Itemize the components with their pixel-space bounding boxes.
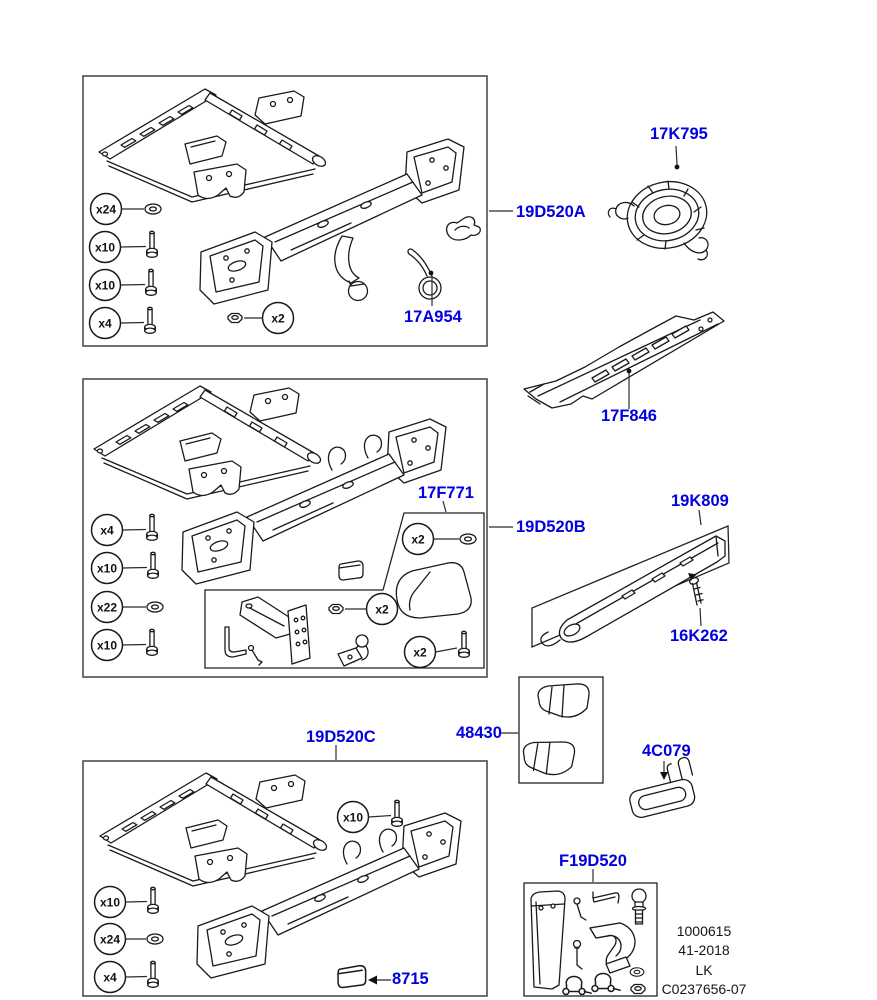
svg-text:x2: x2	[413, 645, 427, 659]
small-hook-part	[445, 216, 481, 241]
part-code-16k262[interactable]: 16K262	[670, 627, 728, 645]
hitch-kit-inner-box: x2 x2 x2	[204, 512, 485, 669]
leader-lines	[335, 145, 702, 985]
part-code-17f771[interactable]: 17F771	[418, 484, 474, 502]
svg-text:x10: x10	[97, 638, 117, 652]
part-code-19k809[interactable]: 19K809	[671, 492, 729, 510]
part-code-19d520c[interactable]: 19D520C	[306, 728, 376, 746]
hex-key-part	[592, 891, 620, 904]
part-code-4c079[interactable]: 4C079	[642, 742, 691, 760]
wedge-plate-part	[530, 890, 566, 990]
accessory-kit-box	[523, 882, 658, 997]
tow-ball-part	[631, 888, 647, 925]
part-code-17a954[interactable]: 17A954	[404, 308, 462, 326]
qty-callout: x24	[93, 922, 164, 956]
bracket-part	[629, 756, 696, 819]
svg-text:x10: x10	[95, 278, 115, 292]
svg-text:x2: x2	[411, 532, 425, 546]
qty-callout: x2	[328, 592, 399, 626]
kit-c-box: x10 x10 x24 x4	[82, 760, 488, 997]
svg-text:x24: x24	[100, 932, 120, 946]
part-code-48430[interactable]: 48430	[456, 724, 502, 742]
qty-callout: x4	[93, 960, 159, 994]
svg-text:x22: x22	[97, 600, 117, 614]
svg-text:x10: x10	[343, 810, 363, 824]
qty-callout: x10	[88, 268, 157, 302]
svg-text:x4: x4	[103, 970, 117, 984]
part-code-8715[interactable]: 8715	[392, 970, 429, 988]
qty-callout: x4	[90, 513, 158, 547]
svg-text:x2: x2	[271, 311, 285, 325]
qty-callout: x2	[401, 522, 477, 556]
qty-callout: x22	[90, 590, 164, 624]
svg-text:x2: x2	[375, 602, 389, 616]
part-code-17f846[interactable]: 17F846	[601, 407, 657, 425]
svg-text:x10: x10	[95, 240, 115, 254]
svg-text:x10: x10	[100, 895, 120, 909]
covers-box	[518, 676, 604, 784]
cover-part	[395, 562, 472, 619]
qty-callout: x10	[336, 799, 403, 834]
svg-text:x4: x4	[100, 523, 114, 537]
info-line: 1000615	[676, 923, 732, 939]
blanking-cover-part	[337, 964, 367, 989]
qty-callout: x10	[93, 885, 159, 919]
info-line: C0237656-07	[661, 981, 747, 997]
part-code-17k795[interactable]: 17K795	[650, 125, 708, 143]
info-line: 41-2018	[678, 942, 730, 958]
towing-eye-part	[407, 248, 442, 300]
info-line: LK	[695, 962, 713, 978]
svg-text:x24: x24	[96, 202, 116, 216]
part-code-19d520b[interactable]: 19D520B	[516, 518, 586, 536]
lynch-pin-part	[572, 939, 583, 970]
part-code-19d520a[interactable]: 19D520A	[516, 203, 586, 221]
kit-a-box: x24 x10 x10 x4 x2	[82, 75, 488, 347]
svg-text:x4: x4	[98, 316, 112, 330]
qty-callout: x4	[88, 306, 156, 340]
clip-pin-part	[573, 897, 587, 921]
qty-callout: x10	[90, 628, 158, 662]
ball-mount-small-part	[337, 634, 369, 667]
kit-b-box: x4 x10 x22 x10	[82, 378, 488, 678]
part-code-f19d520[interactable]: F19D520	[559, 852, 627, 870]
ball-mount-part	[589, 922, 636, 974]
qty-callout: x24	[89, 192, 162, 226]
hex-key-part	[224, 626, 247, 658]
receiver-bar-part	[239, 596, 311, 665]
pin-part	[247, 644, 263, 666]
skid-plate-part	[523, 311, 725, 409]
sill-trim-panel	[531, 525, 730, 648]
qty-callout: x2	[403, 630, 470, 669]
qty-callout: x2	[227, 301, 295, 335]
qty-callout: x10	[88, 230, 158, 264]
qty-callout: x10	[90, 551, 159, 585]
trim-screw-part	[688, 573, 704, 606]
svg-text:x10: x10	[97, 561, 117, 575]
tow-rope-part	[607, 180, 709, 261]
